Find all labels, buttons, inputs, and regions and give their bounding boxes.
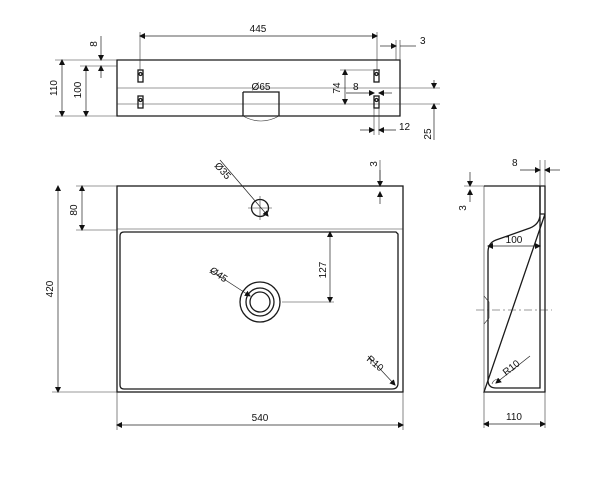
- dim-420-label: 420: [45, 280, 56, 297]
- dim-127-label: 127: [318, 261, 329, 278]
- side-r10-arc: [491, 379, 501, 385]
- dim-o65-label: Ø65: [252, 82, 271, 93]
- front-hole-cutout: [242, 91, 280, 116]
- dim-8-mid-label: 8: [353, 82, 359, 93]
- dim-3-side-label: 3: [458, 205, 469, 211]
- drain-outer: [239, 281, 281, 323]
- side-view: 8 3 100 R10 110: [458, 158, 560, 428]
- dim-o45-label: Ø45: [207, 265, 229, 285]
- front-body-outline: [116, 59, 401, 117]
- dim-110-label: 110: [49, 80, 60, 96]
- dim-100-side-label: 100: [506, 235, 523, 246]
- dim-r10-side-label: R10: [501, 358, 523, 378]
- plan-outer-outline: [116, 185, 404, 393]
- side-drain-profile: [483, 295, 490, 325]
- front-elevation-view: 445 3 110 100 8 Ø65 74 8 12: [49, 24, 440, 140]
- plan-basin-outline: [119, 231, 399, 390]
- dim-74-label: 74: [332, 82, 343, 94]
- dim-3-plan-label: 3: [369, 161, 380, 167]
- drain-inner: [249, 291, 271, 313]
- dim-3-top-label: 3: [420, 36, 426, 47]
- dim-25-label: 25: [423, 128, 434, 140]
- plan-view: Ø35 3 80 420 Ø45 127 R10 540: [45, 159, 404, 430]
- dim-80-label: 80: [69, 204, 80, 216]
- wall-bracket-left-bottom: [137, 95, 144, 109]
- dim-100-label: 100: [73, 81, 84, 98]
- drain-mid: [245, 287, 275, 317]
- dim-110-side-label: 110: [506, 412, 522, 423]
- wall-bracket-left-top: [137, 69, 144, 83]
- wall-bracket-right-top: [373, 69, 380, 83]
- wall-bracket-right-bottom: [373, 95, 380, 109]
- dim-12-label: 12: [399, 122, 411, 133]
- dim-o35-label: Ø35: [212, 161, 233, 183]
- dim-540-label: 540: [252, 413, 269, 424]
- front-hole-arc: [242, 115, 280, 122]
- dim-445-label: 445: [250, 24, 267, 35]
- dim-8-left-label: 8: [89, 41, 100, 47]
- dim-8-side-label: 8: [512, 158, 518, 169]
